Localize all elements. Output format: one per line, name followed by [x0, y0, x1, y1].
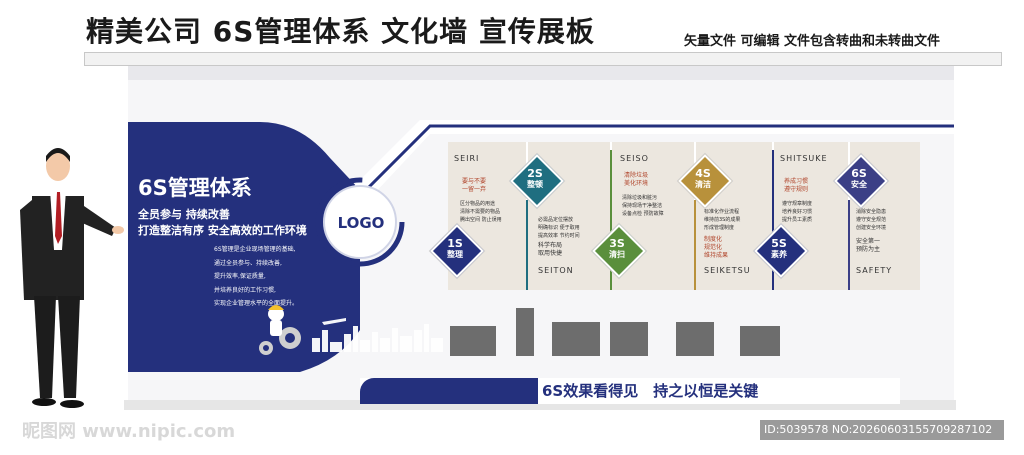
logo-badge-icon — [315, 177, 405, 267]
footer-slogan: 6S效果看得见 持之以恒是关键 — [542, 382, 759, 400]
intro-body-line: 6S管理是企业现场管理的基础, — [214, 246, 296, 253]
badge-code: 4S — [695, 167, 711, 180]
step-pinyin: SEITON — [538, 266, 574, 275]
city-skyline-icon — [312, 318, 443, 352]
step-pinyin: SEISO — [620, 154, 649, 163]
wall-top-strip — [128, 66, 954, 80]
badge-name: 整顿 — [527, 180, 543, 189]
step-note: 预防为主 — [856, 246, 881, 253]
step-pinyin: SAFETY — [856, 266, 893, 275]
logo-text: LOGO — [337, 214, 385, 232]
step-tagline: 养成习惯 — [784, 178, 809, 185]
step-tagline: 美化环境 — [624, 180, 649, 187]
step-item: 提高效率 节约时间 — [538, 233, 580, 239]
step-note: 规范化 — [704, 244, 723, 251]
step-pinyin: SEIRI — [454, 154, 480, 163]
watermark-id: ID:5039578 NO:20260603155709287102 — [760, 420, 1004, 440]
gear-icon — [259, 327, 301, 355]
step-pinyin: SHITSUKE — [780, 154, 828, 163]
step-item: 清除不需要的物品 — [460, 209, 501, 215]
badge-name: 安全 — [851, 180, 867, 189]
worker-mascot-icon — [268, 305, 284, 336]
step-tagline: 清除垃圾 — [624, 172, 649, 179]
intro-slogan: 打造整洁有序 安全高效的工作环境 — [138, 224, 307, 237]
badge-code: 3S — [609, 237, 625, 250]
step-panel-2s: 必需品定位摆放 明确标识 便于取用 提高效率 节约时间 科学布局 取用快捷 SE… — [528, 142, 610, 290]
step-item: 遵守规章制度 — [782, 201, 813, 207]
intro-body-line: 通过全员参与、持续改善, — [214, 259, 282, 267]
intro-title: 6S管理体系 — [138, 176, 252, 200]
step-item: 清除垃圾和脏污 — [622, 195, 658, 201]
badge-code: 2S — [527, 167, 543, 180]
step-item: 设备点检 预防故障 — [622, 211, 664, 217]
step-item: 创建安全环境 — [856, 225, 887, 231]
step-item: 必需品定位摆放 — [538, 217, 574, 223]
step-item: 区分物品的用途 — [460, 201, 496, 207]
intro-body: 6S管理是企业现场管理的基础, 通过全员参与、持续改善, 提升效率,保证质量, … — [214, 243, 324, 311]
step-item: 腾出空间 防止误用 — [460, 217, 502, 223]
step-note: 安全第一 — [856, 238, 881, 245]
step-note: 取用快捷 — [538, 250, 563, 257]
step-panel-6s: 消除安全隐患 遵守安全规范 创建安全环境 安全第一 预防为主 SAFETY — [850, 142, 920, 290]
badge-name: 素养 — [771, 250, 787, 259]
step-item: 遵守安全规范 — [856, 217, 887, 223]
step-tagline: 要与不要 — [462, 178, 487, 185]
step-tagline: 一留一弃 — [462, 186, 487, 193]
step-item: 维持前3S的成果 — [704, 217, 741, 223]
businessman-figure-icon — [20, 148, 124, 408]
wall-top-bar — [84, 52, 1002, 66]
page-title: 精美公司 6S管理体系 文化墙 宣传展板 — [86, 15, 595, 48]
badge-name: 清扫 — [609, 250, 625, 259]
grey-block-row — [450, 308, 780, 356]
step-note: 科学布局 — [538, 242, 563, 249]
step-note: 制度化 — [704, 236, 723, 243]
intro-slogan: 全员参与 持续改善 — [138, 208, 230, 221]
badge-name: 清洁 — [695, 180, 711, 189]
step-item: 消除安全隐患 — [856, 209, 887, 215]
step-item: 明确标识 便于取用 — [538, 225, 580, 231]
watermark-site: 昵图网 www.nipic.com — [22, 421, 236, 442]
step-panel-4s: 标准化作业流程 维持前3S的成果 形成管理制度 制度化 规范化 维持成果 SEI… — [696, 142, 772, 290]
footer-ribbon-accent — [360, 378, 538, 404]
step-pinyin: SEIKETSU — [704, 266, 751, 275]
intro-blue-panel — [128, 122, 360, 372]
intro-body-line: 提升效率,保证质量, — [214, 273, 266, 280]
step-note: 维持成果 — [704, 252, 729, 259]
step-item: 保持现场干净整洁 — [622, 203, 663, 209]
wall-base — [124, 400, 956, 410]
badge-code: 5S — [771, 237, 787, 250]
badge-code: 1S — [447, 237, 463, 250]
intro-body-line: 实现企业管理水平的全面提升。 — [214, 300, 299, 307]
intro-body-line: 并培养良好的工作习惯, — [214, 286, 276, 294]
step-item: 提升员工素质 — [782, 217, 813, 223]
step-item: 培养良好习惯 — [782, 209, 813, 215]
step-item: 形成管理制度 — [704, 225, 735, 231]
badge-code: 6S — [851, 167, 867, 180]
page-subtitle: 矢量文件 可编辑 文件包含转曲和未转曲文件 — [684, 34, 941, 49]
step-item: 标准化作业流程 — [704, 209, 740, 215]
badge-name: 整理 — [447, 250, 463, 259]
step-tagline: 遵守规则 — [784, 186, 809, 193]
